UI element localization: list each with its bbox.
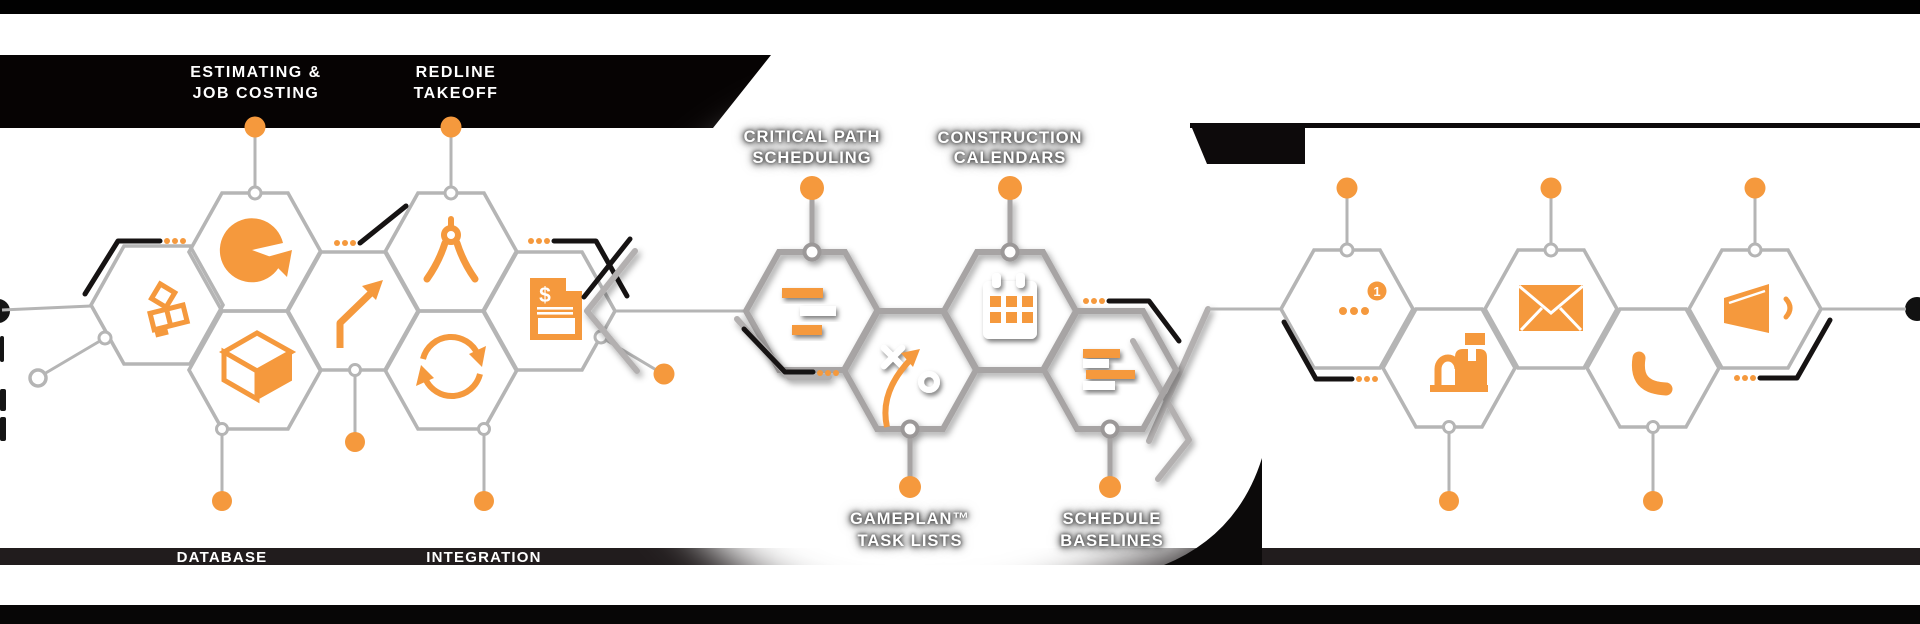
decor-chevron (1083, 298, 1182, 344)
node-ring (443, 185, 459, 201)
strategy-play-icon (880, 344, 940, 428)
node-ring (247, 185, 263, 201)
middle-cluster: CRITICAL PATH SCHEDULING CONSTRUCTION CA… (576, 128, 1281, 550)
calendar-icon (983, 273, 1037, 339)
invoice-icon: $ (530, 278, 582, 340)
connector-dot (212, 491, 232, 511)
black-wedge (1164, 458, 1262, 565)
chat-typing-badge-icon: 1 (1339, 281, 1387, 315)
bottom-bar (0, 605, 1920, 624)
chat-badge-count: 1 (1373, 284, 1380, 299)
connector-dot (440, 116, 462, 138)
connector-dot (998, 176, 1022, 200)
right-thin-line (1190, 123, 1920, 128)
invoice-dollar-sign: $ (539, 284, 551, 307)
connector-dot (1439, 491, 1459, 511)
sync-arrows-icon (416, 333, 486, 400)
node-ring (1747, 242, 1763, 258)
connector-line (43, 336, 106, 376)
node-ring (348, 363, 362, 377)
label-integration: INTEGRATION (426, 549, 541, 566)
node-ring (1442, 420, 1456, 434)
label-gameplan-2: TASK LISTS (857, 532, 962, 550)
drafting-compass-icon (423, 216, 479, 283)
decor-chevron (1281, 319, 1378, 382)
label-construction-1: CONSTRUCTION (938, 129, 1083, 147)
right-trapezoid (1192, 128, 1305, 164)
node-ring (1339, 242, 1355, 258)
label-estimating-2: JOB COSTING (193, 85, 320, 102)
hexagon-drafting-compass (383, 191, 519, 313)
label-critical-path-1: CRITICAL PATH (744, 128, 881, 146)
connector-dot (1540, 177, 1562, 199)
package-box-icon (218, 330, 297, 404)
connector-dot (1643, 491, 1663, 511)
growth-arrow-icon (336, 280, 383, 348)
gantt-bars-icon (782, 288, 836, 335)
left-edge-fragments (0, 299, 10, 441)
connector-dot (653, 363, 675, 385)
open-ring (28, 368, 48, 388)
node-ring (97, 330, 113, 346)
decor-chevron (734, 316, 839, 380)
connector-dot (800, 176, 824, 200)
decor-chevron (1734, 317, 1833, 381)
right-edge-dot (1905, 297, 1920, 321)
right-cluster: 1 (1279, 177, 1906, 511)
node-ring (477, 422, 491, 436)
connector-line (1, 304, 92, 312)
label-redline-2: TAKEOFF (414, 85, 499, 102)
left-cluster: $ (1, 116, 746, 511)
connector-dot (345, 432, 365, 452)
label-gameplan-1: GAMEPLAN™ (850, 510, 970, 528)
envelope-icon (1518, 284, 1584, 332)
building-blocks-icon (147, 280, 191, 338)
label-construction-2: CALENDARS (954, 149, 1067, 167)
connector-dot (1099, 476, 1121, 498)
connector-dot (899, 476, 921, 498)
label-schedule-2: BASELINES (1060, 532, 1163, 550)
decor-chevron (82, 238, 186, 297)
label-estimating-1: ESTIMATING & (190, 64, 321, 81)
connector-dot (244, 116, 266, 138)
connector-dot (1336, 177, 1358, 199)
megaphone-icon (1724, 284, 1793, 333)
node-ring (1543, 242, 1559, 258)
connector-dot (1744, 177, 1766, 199)
label-critical-path-2: SCHEDULING (752, 149, 871, 167)
node-ring (1100, 419, 1120, 439)
label-redline-1: REDLINE (416, 64, 497, 81)
label-schedule-1: SCHEDULE (1063, 510, 1162, 528)
decor-left-bracket (576, 236, 640, 374)
label-database: DATABASE (177, 549, 268, 566)
pie-chart-icon (219, 218, 292, 283)
baseline-bars-icon (1083, 349, 1135, 390)
mailbox-icon (1430, 333, 1488, 392)
decor-right-branch (1130, 306, 1211, 482)
connector-dot (474, 491, 494, 511)
hexagon-sync-arrows (383, 309, 519, 431)
node-ring (1000, 242, 1020, 262)
decor-chevron (334, 203, 409, 246)
node-ring (215, 422, 229, 436)
node-ring (900, 419, 920, 439)
top-bar (0, 0, 1920, 14)
phone-icon (1631, 351, 1673, 396)
node-ring (802, 242, 822, 262)
title-band (0, 55, 771, 128)
node-ring (1646, 420, 1660, 434)
